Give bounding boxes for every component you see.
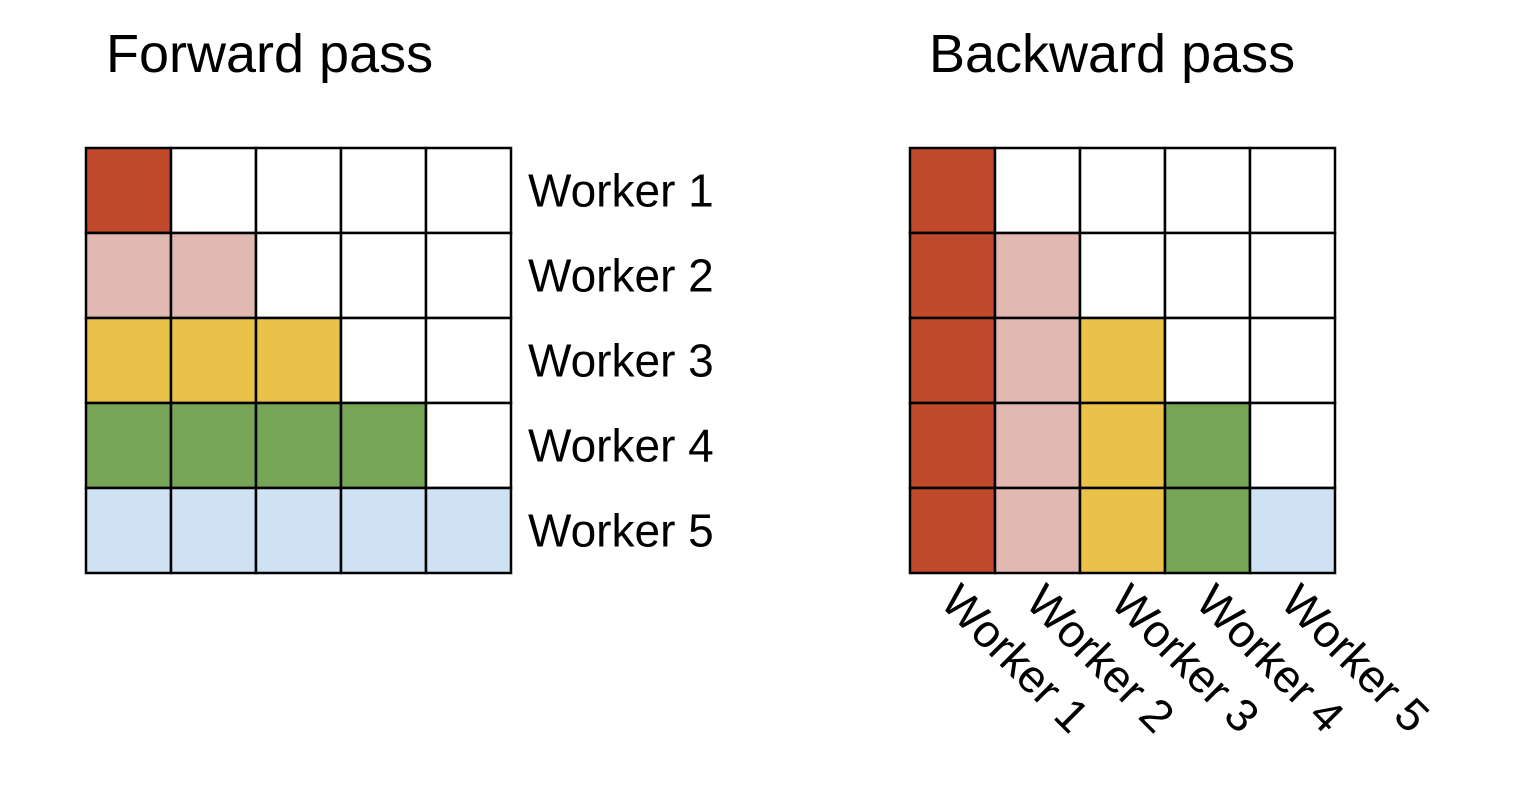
backward-cell-r4-c4 (1163, 401, 1252, 490)
forward-cell-r3-c4 (339, 316, 428, 405)
forward-cell-r5-c5 (424, 486, 513, 575)
forward-row-label-5: Worker 5 (528, 505, 714, 557)
backward-pass-grid (908, 146, 1337, 575)
forward-cell-r1-c1 (84, 146, 173, 235)
backward-cell-r3-c5 (1248, 316, 1337, 405)
forward-cell-r2-c1 (84, 231, 173, 320)
forward-cell-r1-c4 (339, 146, 428, 235)
backward-cell-r3-c3 (1078, 316, 1167, 405)
forward-row-label-1: Worker 1 (528, 165, 714, 217)
forward-row-label-4: Worker 4 (528, 420, 714, 472)
forward-cell-r2-c2 (169, 231, 258, 320)
backward-cell-r3-c1 (908, 316, 997, 405)
forward-cell-r4-c5 (424, 401, 513, 490)
forward-cell-r2-c4 (339, 231, 428, 320)
forward-cell-r5-c1 (84, 486, 173, 575)
forward-cell-r4-c2 (169, 401, 258, 490)
backward-cell-r4-c2 (993, 401, 1082, 490)
backward-cell-r5-c2 (993, 486, 1082, 575)
forward-row-label-3: Worker 3 (528, 335, 714, 387)
forward-cell-r4-c3 (254, 401, 343, 490)
forward-cell-r4-c4 (339, 401, 428, 490)
forward-cell-r1-c5 (424, 146, 513, 235)
forward-cell-r5-c2 (169, 486, 258, 575)
forward-row-labels: Worker 1 Worker 2 Worker 3 Worker 4 Worker 5 (528, 165, 714, 557)
backward-pass-title: Backward pass (929, 24, 1296, 84)
backward-cell-r4-c1 (908, 401, 997, 490)
forward-row-label-2: Worker 2 (528, 250, 714, 302)
backward-cell-r3-c2 (993, 316, 1082, 405)
forward-pass-title: Forward pass (106, 24, 434, 84)
forward-cell-r3-c3 (254, 316, 343, 405)
backward-cell-r5-c4 (1163, 486, 1252, 575)
backward-cell-r4-c5 (1248, 401, 1337, 490)
backward-cell-r2-c3 (1078, 231, 1167, 320)
backward-cell-r3-c4 (1163, 316, 1252, 405)
backward-cell-r5-c5 (1248, 486, 1337, 575)
backward-cell-r2-c4 (1163, 231, 1252, 320)
backward-cell-r4-c3 (1078, 401, 1167, 490)
forward-cell-r5-c4 (339, 486, 428, 575)
forward-pass-grid (84, 146, 513, 575)
forward-cell-r5-c3 (254, 486, 343, 575)
forward-cell-r3-c1 (84, 316, 173, 405)
forward-cell-r1-c3 (254, 146, 343, 235)
backward-cell-r5-c1 (908, 486, 997, 575)
backward-cell-r1-c3 (1078, 146, 1167, 235)
forward-cell-r3-c2 (169, 316, 258, 405)
backward-cell-r1-c5 (1248, 146, 1337, 235)
backward-cell-r2-c1 (908, 231, 997, 320)
forward-cell-r3-c5 (424, 316, 513, 405)
forward-cell-r4-c1 (84, 401, 173, 490)
backward-cell-r1-c1 (908, 146, 997, 235)
forward-cell-r1-c2 (169, 146, 258, 235)
backward-cell-r1-c4 (1163, 146, 1252, 235)
backward-cell-r1-c2 (993, 146, 1082, 235)
forward-cell-r2-c5 (424, 231, 513, 320)
forward-cell-r2-c3 (254, 231, 343, 320)
backward-cell-r5-c3 (1078, 486, 1167, 575)
backward-cell-r2-c2 (993, 231, 1082, 320)
backward-cell-r2-c5 (1248, 231, 1337, 320)
